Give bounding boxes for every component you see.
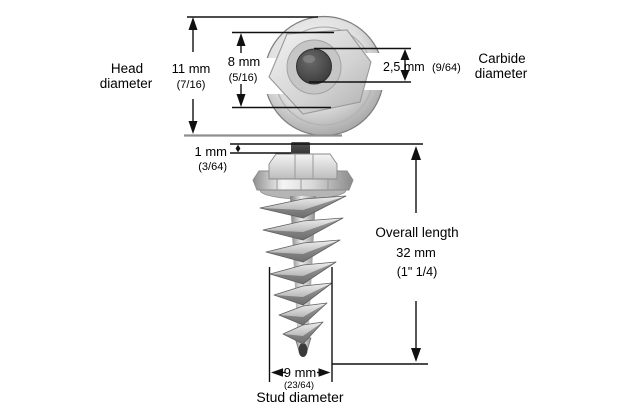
- head-diameter-label-line1: Head: [111, 61, 143, 76]
- down-arrowhead-icon: [188, 121, 198, 134]
- pin-height-value: 1 mm: [195, 144, 228, 159]
- stud-side-view: [252, 142, 354, 357]
- mini-up-arrowhead-icon: [235, 144, 241, 149]
- thread-fin: [282, 321, 324, 345]
- carbide-diameter-fraction: (9/64): [432, 62, 461, 74]
- down-arrowhead-icon: [400, 70, 410, 81]
- carbide-pin-side: [291, 142, 310, 156]
- carbide-highlight: [303, 55, 315, 63]
- stud-diameter-fraction: (23/64): [284, 380, 314, 391]
- stud-tip-point: [298, 343, 308, 357]
- dimension-labels: Head diameter 11 mm (7/16) 8 mm (5/16) 2…: [100, 51, 528, 405]
- up-arrowhead-icon: [188, 17, 198, 30]
- thread-fins: [259, 195, 347, 345]
- thread-fin: [269, 261, 337, 285]
- up-arrowhead-icon: [400, 49, 410, 60]
- pin-height-fraction: (3/64): [198, 161, 227, 173]
- head-top-view: [250, 15, 398, 137]
- stud-diameter-label: Stud diameter: [256, 389, 343, 405]
- up-arrowhead-icon: [236, 33, 246, 46]
- right-arrowhead-icon: [318, 368, 331, 377]
- carbide-diameter-label-line1: Carbide: [478, 51, 525, 66]
- carbide-pin-top: [296, 48, 332, 85]
- hex-diameter-fraction: (5/16): [229, 72, 258, 84]
- down-arrowhead-icon: [411, 348, 421, 362]
- stud-diameter-value: 9 mm: [284, 365, 317, 380]
- thread-fin: [265, 239, 341, 263]
- hex-diameter-value: 8 mm: [228, 54, 261, 69]
- carbide-diameter-label-line2: diameter: [475, 66, 528, 81]
- dimension-lines: [184, 16, 428, 382]
- hex-nut-side: [268, 153, 338, 180]
- left-arrowhead-icon: [271, 368, 283, 377]
- overall-length-value: 32 mm: [396, 245, 436, 260]
- down-arrowhead-icon: [236, 94, 246, 107]
- head-diameter-label-line2: diameter: [100, 76, 153, 91]
- carbide-diameter-value: 2,5 mm: [383, 60, 425, 74]
- thread-fin: [273, 282, 333, 306]
- thread-fin: [278, 302, 328, 326]
- up-arrowhead-icon: [411, 146, 421, 160]
- head-diameter-value: 11 mm: [172, 61, 211, 76]
- mini-down-arrowhead-icon: [235, 148, 241, 153]
- head-diameter-fraction: (7/16): [177, 79, 206, 91]
- thread-fin: [259, 195, 347, 219]
- overall-length-label: Overall length: [375, 225, 458, 240]
- overall-length-fraction: (1" 1/4): [397, 265, 438, 279]
- head-right-notch: [364, 53, 398, 90]
- thread-fin: [262, 217, 344, 241]
